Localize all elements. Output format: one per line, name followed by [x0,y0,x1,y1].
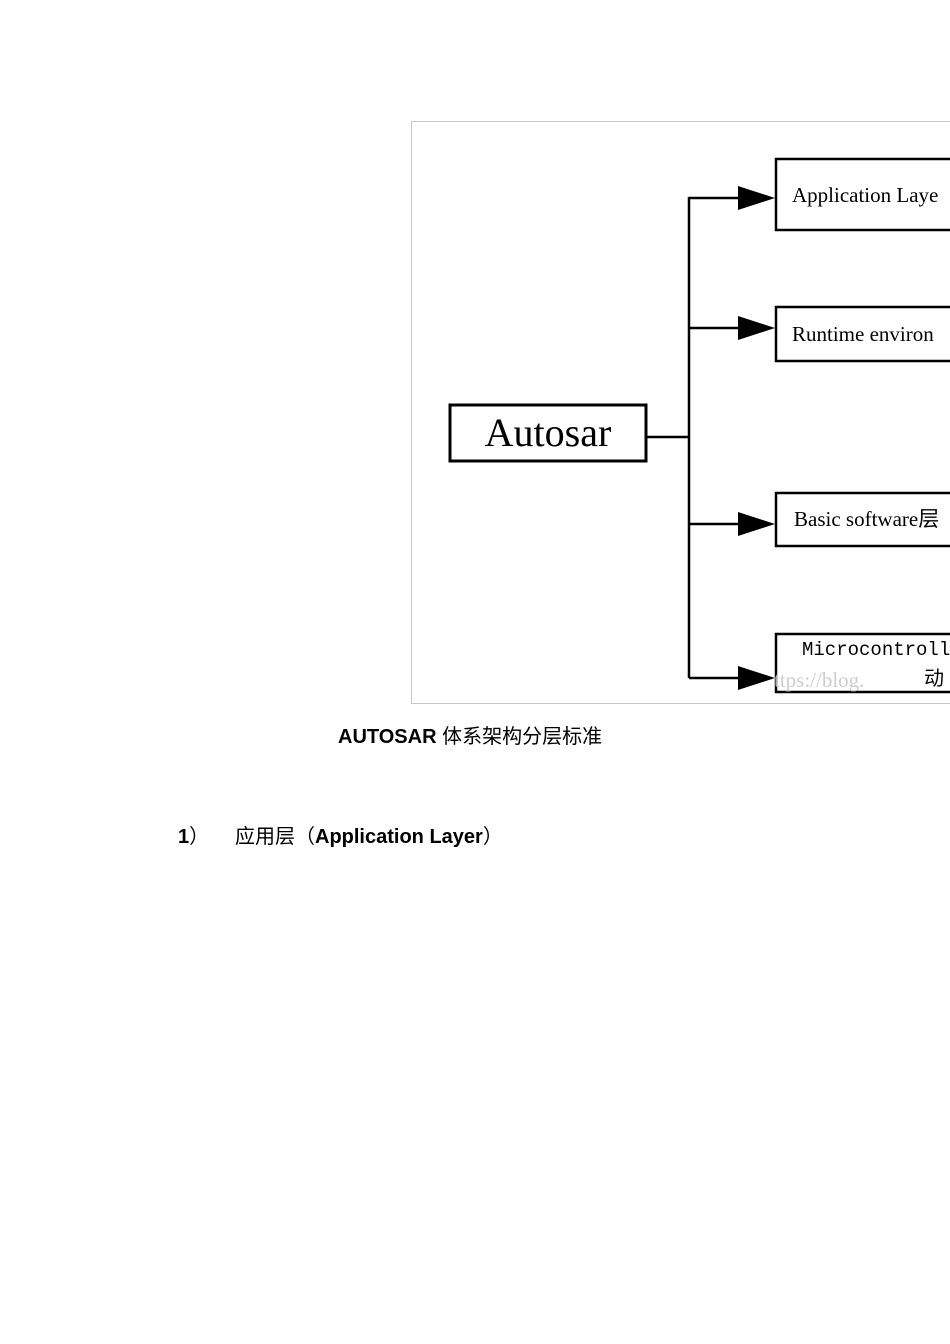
section-close-paren: ） [482,826,503,848]
section-open-paren: （ [295,826,315,848]
caption-en: AUTOSAR [338,726,437,748]
caption-zh: 体系架构分层标准 [436,726,603,748]
section-heading: 1） 应用层（Application Layer） [178,820,503,849]
section-title: 应用层（Application Layer） [235,820,503,849]
diagram-canvas: Autosar Application Laye Runtime environ… [448,157,950,694]
arrow-head-icon [738,316,775,340]
section-number-suffix: ） [189,826,210,848]
layer-box-basic-software [774,491,950,548]
layer-label: Microcontroll [802,639,950,661]
layer-box-runtime [774,305,950,363]
arrow-head-icon [738,666,775,690]
layer-sublabel: 动 [924,667,944,690]
section-title-zh: 应用层 [235,826,295,848]
layer-label: Basic software层 [794,507,939,531]
layer-label: Application Laye [792,183,938,207]
section-title-en: Application Layer [315,826,483,848]
autosar-layer-diagram: Autosar Application Laye Runtime environ… [411,121,950,704]
layer-label: Runtime environ [792,322,934,346]
layer-box-application [774,157,950,232]
watermark-text: ttps://blog. [774,668,864,692]
root-label: Autosar [485,410,612,455]
layer-box-microcontroller [774,632,950,694]
arrow-head-icon [738,186,775,210]
arrow-head-icon [738,512,775,536]
root-box [448,403,648,463]
figure-caption: AUTOSAR 体系架构分层标准 [338,720,602,749]
section-number: 1 [178,826,190,848]
